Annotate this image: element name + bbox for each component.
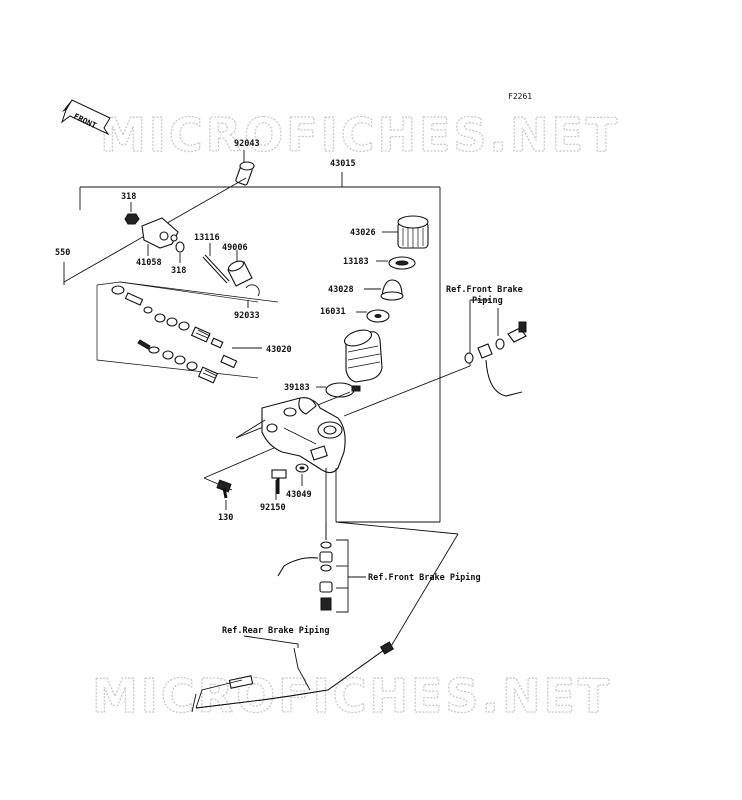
label-13116: 13116 [194, 233, 220, 243]
label-318-lower: 318 [171, 266, 186, 276]
nut-318-top [124, 202, 140, 225]
label-43026: 43026 [350, 228, 376, 238]
front-brake-piping-mid [277, 522, 366, 613]
circlip-92033 [245, 284, 260, 308]
pushrod-13116 [202, 243, 230, 284]
boot-49006 [227, 250, 253, 287]
front-brake-piping-top [343, 299, 527, 417]
label-39183: 39183 [284, 383, 310, 393]
bracket-43015 [79, 172, 441, 523]
label-16031: 16031 [320, 307, 346, 317]
label-43015: 43015 [330, 159, 356, 169]
label-130: 130 [218, 513, 233, 523]
label-318-top: 318 [121, 192, 136, 202]
label-13183: 13183 [343, 257, 369, 267]
cap-43026 [382, 215, 429, 249]
label-43020: 43020 [266, 345, 292, 355]
label-43028: 43028 [328, 285, 354, 295]
reservoir-body [343, 329, 383, 383]
label-ref-front-brake-mid: Ref.Front Brake Piping [368, 572, 481, 583]
piston-parts-upper [111, 285, 224, 349]
pin-92043 [235, 150, 255, 186]
label-92033: 92033 [234, 311, 260, 321]
clevis-41058 [141, 217, 179, 256]
label-43049: 43049 [286, 490, 312, 500]
diaphragm-43028 [364, 279, 404, 301]
bolt-92150 [271, 469, 287, 500]
bolt-130 [216, 479, 232, 510]
washer-43049 [295, 463, 309, 486]
label-92043: 92043 [234, 139, 260, 149]
label-ref-rear-brake: Ref.Rear Brake Piping [222, 625, 329, 636]
clamp-39183 [316, 382, 361, 398]
float-16031 [356, 309, 390, 323]
label-550: 550 [55, 248, 70, 258]
rear-brake-piping [191, 521, 459, 713]
label-49006: 49006 [222, 243, 248, 253]
label-ref-front-brake-top-line1: Ref.Front Brake [446, 285, 523, 295]
nut-318-lower [175, 241, 185, 263]
label-41058: 41058 [136, 258, 162, 268]
piston-parts-lower [137, 339, 238, 384]
label-ref-front-brake-top-line2: Piping [472, 295, 503, 306]
watermark-bottom: MICROFICHES.NET [92, 669, 612, 723]
master-cylinder [261, 397, 346, 474]
plate-13183 [376, 256, 416, 270]
watermark-top: MICROFICHES.NET [100, 108, 620, 162]
figure-code: F2261 [508, 92, 532, 101]
front-arrow-icon: FRONT [61, 99, 111, 136]
label-92150: 92150 [260, 503, 286, 513]
